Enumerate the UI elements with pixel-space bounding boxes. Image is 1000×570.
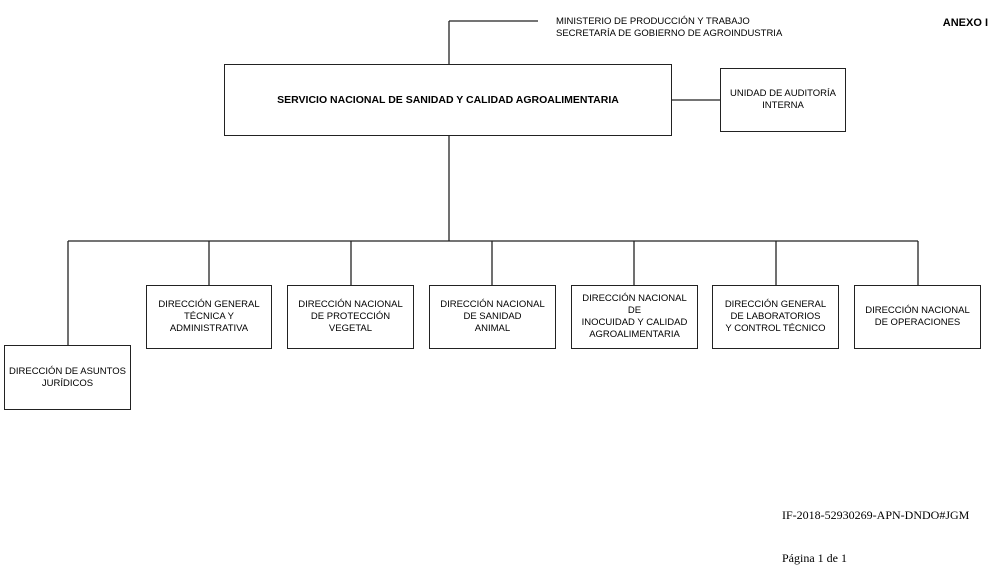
parent-ministry-line-2: SECRETARÍA DE GOBIERNO DE AGROINDUSTRIA — [556, 28, 783, 39]
unit-box-animal-health: DIRECCIÓN NACIONAL DE SANIDAD ANIMAL — [429, 285, 556, 349]
parent-ministry-line-1: MINISTERIO DE PRODUCCIÓN Y TRABAJO — [556, 16, 750, 27]
audit-unit-box: UNIDAD DE AUDITORÍA INTERNA — [720, 68, 846, 132]
document-id: IF-2018-52930269-APN-DNDO#JGM — [782, 508, 970, 522]
legal-affairs-box: DIRECCIÓN DE ASUNTOS JURÍDICOS — [4, 345, 131, 410]
unit-box-laboratories: DIRECCIÓN GENERAL DE LABORATORIOS Y CONT… — [712, 285, 839, 349]
parent-ministry: MINISTERIO DE PRODUCCIÓN Y TRABAJO SECRE… — [556, 16, 782, 40]
unit-box-technical-administrative: DIRECCIÓN GENERAL TÉCNICA Y ADMINISTRATI… — [146, 285, 272, 349]
unit-box-operations: DIRECCIÓN NACIONAL DE OPERACIONES — [854, 285, 981, 349]
unit-box-plant-protection: DIRECCIÓN NACIONAL DE PROTECCIÓN VEGETAL — [287, 285, 414, 349]
unit-box-food-safety: DIRECCIÓN NACIONAL DE INOCUIDAD Y CALIDA… — [571, 285, 698, 349]
main-organization-box: SERVICIO NACIONAL DE SANIDAD Y CALIDAD A… — [224, 64, 672, 136]
annex-label: ANEXO I — [942, 17, 988, 29]
page-number: Página 1 de 1 — [782, 551, 847, 565]
